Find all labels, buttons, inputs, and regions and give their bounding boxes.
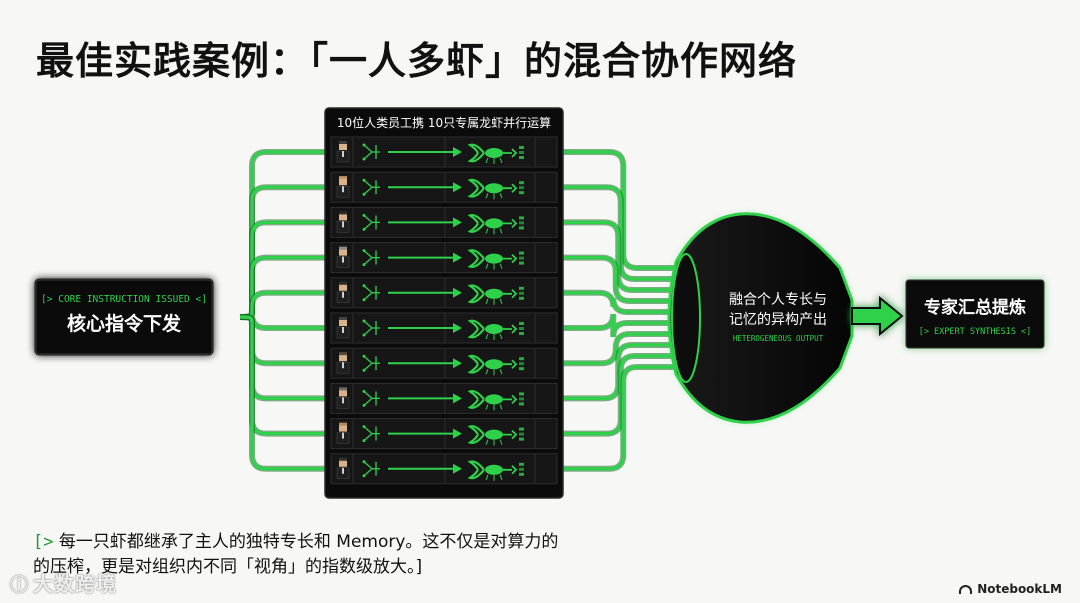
core-instruction-box: [> CORE INSTRUCTION ISSUED <] 核心指令下发 — [34, 278, 214, 356]
funnel-tag: HETEROGENEOUS OUTPUT — [733, 334, 824, 343]
brand: NotebookLM — [959, 582, 1062, 596]
output-wire — [557, 291, 684, 314]
human-avatar-icon — [336, 141, 350, 163]
human-avatar-icon — [336, 211, 350, 233]
agent-row — [330, 206, 558, 238]
output-wire-shadow — [557, 364, 684, 472]
process-arrowhead — [453, 287, 462, 298]
lobster-icon — [467, 249, 524, 270]
agent-row — [330, 171, 558, 203]
circuit-lobster-icon — [362, 178, 380, 196]
human-avatar-icon — [336, 246, 350, 268]
fusion-funnel: 融合个人专长与 记忆的异构产出 HETEROGENEOUS OUTPUT — [667, 212, 854, 424]
human-avatar-icon — [336, 457, 350, 480]
output-wire — [557, 332, 684, 365]
process-arrowhead — [453, 182, 462, 193]
lobster-icon — [467, 425, 524, 446]
agent-row — [330, 312, 558, 344]
process-arrowhead — [453, 323, 462, 333]
process-arrowhead — [453, 393, 462, 404]
weibo-icon: ⓘ — [10, 575, 29, 596]
output-wire — [557, 256, 684, 303]
input-wires — [209, 149, 331, 472]
caption: [> 每一只虾都继承了主人的独特专长和 Memory。这不仅是对算力的 的压榨，… — [33, 530, 593, 580]
human-avatar-icon — [336, 281, 350, 304]
panel-header: 10位人类员工携 10只专属龙虾并行运算 — [337, 115, 551, 130]
human-avatar-icon — [336, 317, 350, 339]
core-instruction-label: 核心指令下发 — [67, 312, 182, 335]
process-arrowhead — [453, 147, 462, 157]
circuit-lobster-icon — [362, 213, 380, 231]
agent-row — [330, 136, 558, 168]
output-wires — [557, 149, 692, 472]
funnel-line2: 记忆的异构产出 — [729, 312, 827, 328]
input-wire — [239, 315, 331, 471]
human-avatar-icon — [336, 176, 350, 198]
human-avatar-icon — [336, 422, 350, 444]
circuit-lobster-icon — [362, 319, 380, 337]
process-arrowhead — [453, 358, 462, 369]
agent-row — [330, 418, 558, 450]
core-instruction-tag: [> CORE INSTRUCTION ISSUED <] — [41, 294, 207, 305]
process-arrowhead — [453, 428, 462, 439]
expert-synthesis-label: 专家汇总提炼 — [924, 297, 1026, 318]
human-avatar-icon — [336, 352, 350, 374]
watermark-text: 大数跨境 — [33, 572, 117, 596]
expert-synthesis-tag: [> EXPERT SYNTHESIS <] — [919, 327, 1032, 337]
agent-row — [330, 242, 558, 274]
synthesis-arrow — [851, 295, 904, 337]
circuit-lobster-icon — [362, 460, 380, 478]
circuit-lobster-icon — [362, 389, 380, 407]
output-wire — [557, 220, 684, 292]
circuit-lobster-icon — [362, 354, 380, 372]
funnel-line1: 融合个人专长与 — [729, 292, 827, 308]
circuit-lobster-icon — [362, 249, 380, 267]
lobster-icon — [467, 213, 524, 235]
expert-synthesis-box: 专家汇总提炼 [> EXPERT SYNTHESIS <] — [905, 279, 1045, 349]
circuit-lobster-icon — [362, 143, 380, 161]
human-avatar-icon — [336, 387, 350, 409]
agent-rows — [330, 136, 558, 485]
caption-line1: 每一只虾都继承了主人的独特专长和 Memory。这不仅是对算力的 — [58, 532, 559, 552]
agents-panel: 10位人类员工携 10只专属龙虾并行运算 — [324, 107, 564, 499]
lobster-icon — [467, 143, 524, 164]
output-wire — [557, 365, 684, 471]
caption-prompt: [> — [33, 532, 54, 552]
lobster-icon — [467, 284, 524, 305]
process-arrowhead — [453, 252, 462, 263]
circuit-lobster-icon — [362, 284, 380, 302]
input-wire-shadow — [239, 314, 331, 472]
notebooklm-logo-icon — [959, 584, 973, 594]
output-wire — [557, 313, 684, 338]
lobster-icon — [467, 178, 524, 200]
lobster-icon — [467, 319, 524, 340]
agent-row — [330, 382, 558, 414]
caption-line2: 的压榨，更是对组织内不同「视角」的指数级放大。] — [33, 557, 423, 577]
lobster-icon — [467, 460, 524, 481]
process-arrowhead — [453, 463, 462, 474]
agent-row — [330, 277, 558, 309]
brand-text: NotebookLM — [977, 582, 1062, 596]
circuit-lobster-icon — [362, 425, 380, 443]
page-title: 最佳实践案例：「一人多虾」的混合协作网络 — [36, 39, 798, 83]
lobster-icon — [467, 389, 524, 411]
process-arrowhead — [453, 217, 462, 228]
agent-row — [330, 453, 558, 485]
lobster-icon — [467, 354, 524, 376]
agent-row — [330, 347, 558, 379]
